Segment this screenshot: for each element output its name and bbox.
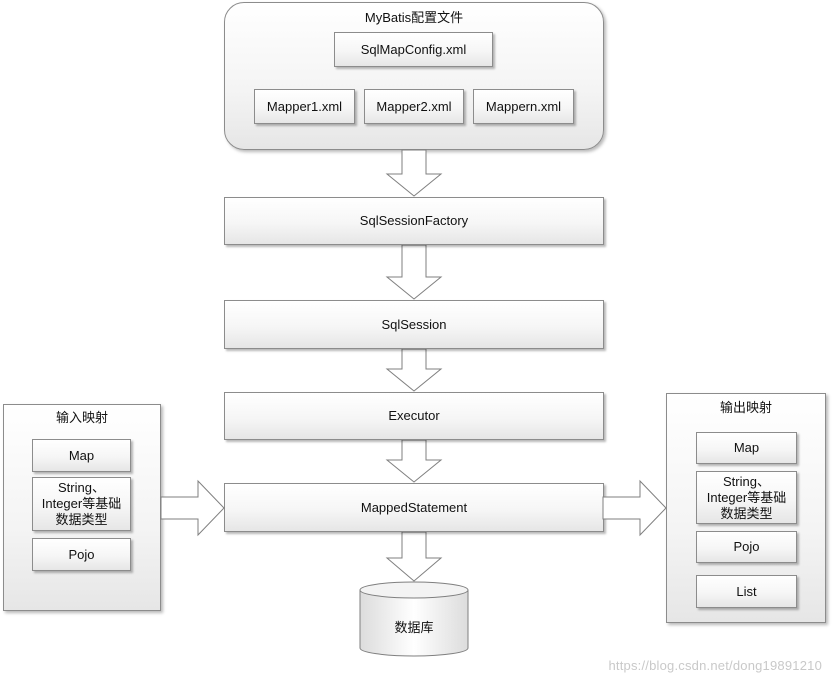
down-arrow-config-to-factory (385, 149, 443, 197)
output-map-box: Map (696, 432, 797, 464)
down-arrow-session-to-executor (385, 348, 443, 392)
right-arrow-statement-to-output (602, 479, 667, 537)
database-cylinder (359, 581, 469, 657)
database-label: 数据库 (394, 620, 434, 635)
input-map-box: Map (32, 439, 131, 472)
sqlsessionfactory-box: SqlSessionFactory (224, 197, 604, 245)
input-mapping-title: 输入映射 (55, 410, 108, 425)
mapper1-box: Mapper1.xml (254, 89, 355, 124)
output-list-box: List (696, 575, 797, 608)
right-arrow-input-to-statement (160, 479, 225, 537)
mappedstatement-box: MappedStatement (224, 483, 604, 532)
output-pojo-box: Pojo (696, 531, 797, 563)
input-basic-types-box: String、 Integer等基础 数据类型 (32, 477, 131, 531)
input-pojo-box: Pojo (32, 538, 131, 571)
output-basic-types-box: String、 Integer等基础 数据类型 (696, 471, 797, 524)
sqlmapconfig-box: SqlMapConfig.xml (334, 32, 493, 67)
down-arrow-executor-to-statement (385, 439, 443, 483)
down-arrow-factory-to-session (385, 244, 443, 300)
down-arrow-statement-to-database (385, 531, 443, 582)
mybatis-config-panel: MyBatis配置文件 (224, 2, 604, 150)
watermark-text: https://blog.csdn.net/dong19891210 (608, 658, 822, 673)
output-mapping-title: 输出映射 (719, 400, 772, 415)
mappern-box: Mappern.xml (473, 89, 574, 124)
executor-box: Executor (224, 392, 604, 440)
sqlsession-box: SqlSession (224, 300, 604, 349)
config-panel-title: MyBatis配置文件 (364, 10, 464, 25)
mapper2-box: Mapper2.xml (364, 89, 464, 124)
